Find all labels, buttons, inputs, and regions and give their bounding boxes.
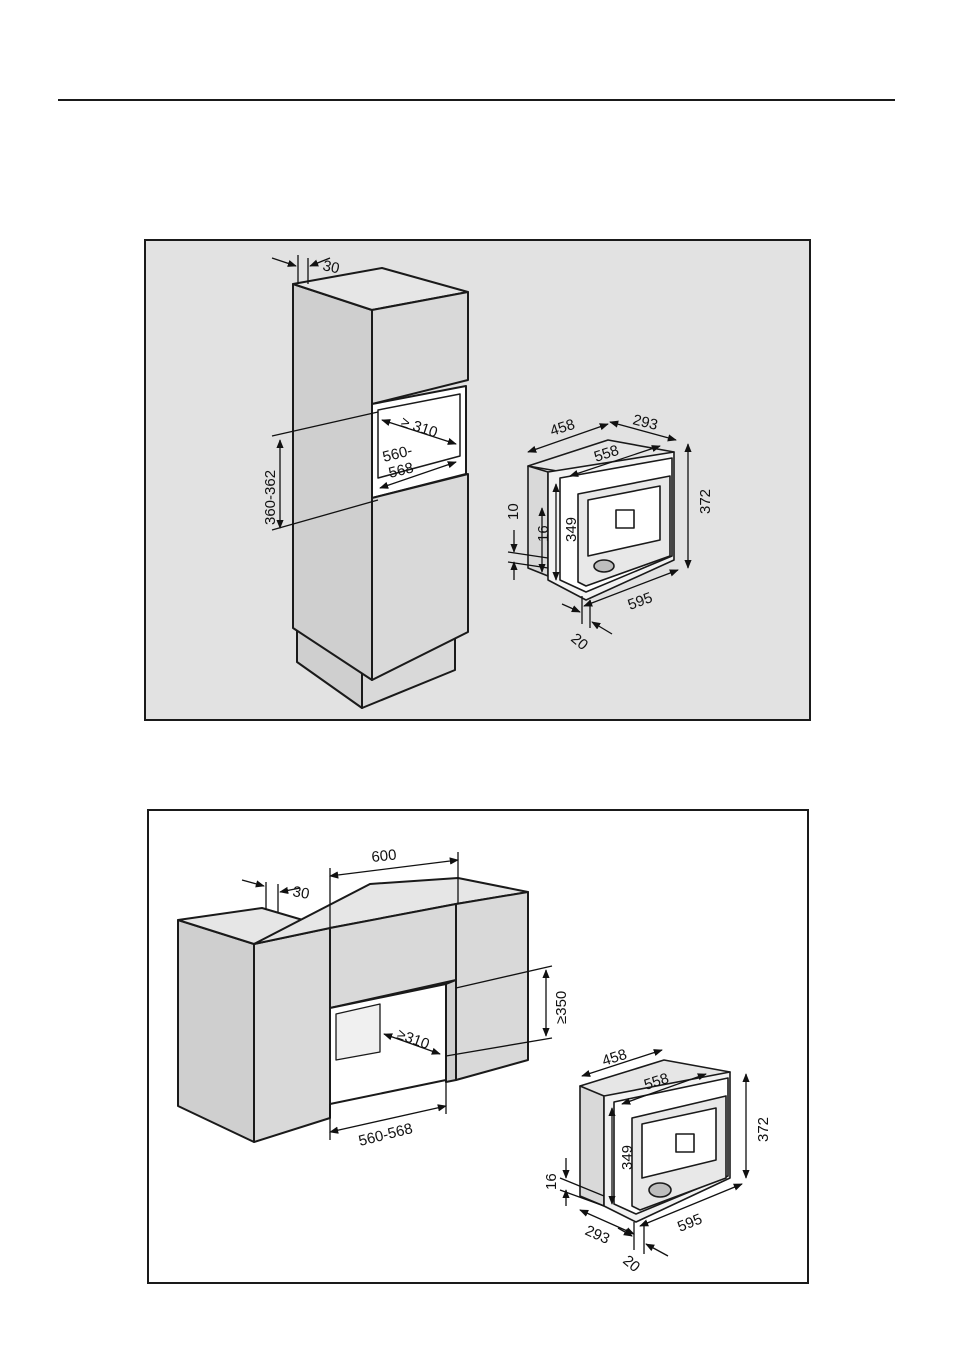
dim-m1-595: 595 (626, 589, 655, 614)
dim-m1-16: 16 (535, 525, 552, 542)
dim-m1-10: 10 (505, 503, 522, 520)
dim-tall-30: 30 (321, 257, 341, 277)
dim-m1-293: 293 (631, 411, 659, 434)
dim-m1-349: 349 (563, 517, 580, 542)
dim-m1-372: 372 (697, 489, 714, 514)
tall-side-panel (293, 284, 372, 680)
dim-tall-niche-height: 360-362 (262, 470, 279, 525)
dim-m1-20: 20 (567, 630, 591, 654)
base-cabinet-installation-diagram (147, 809, 809, 1284)
tall-upper-door (372, 292, 468, 404)
